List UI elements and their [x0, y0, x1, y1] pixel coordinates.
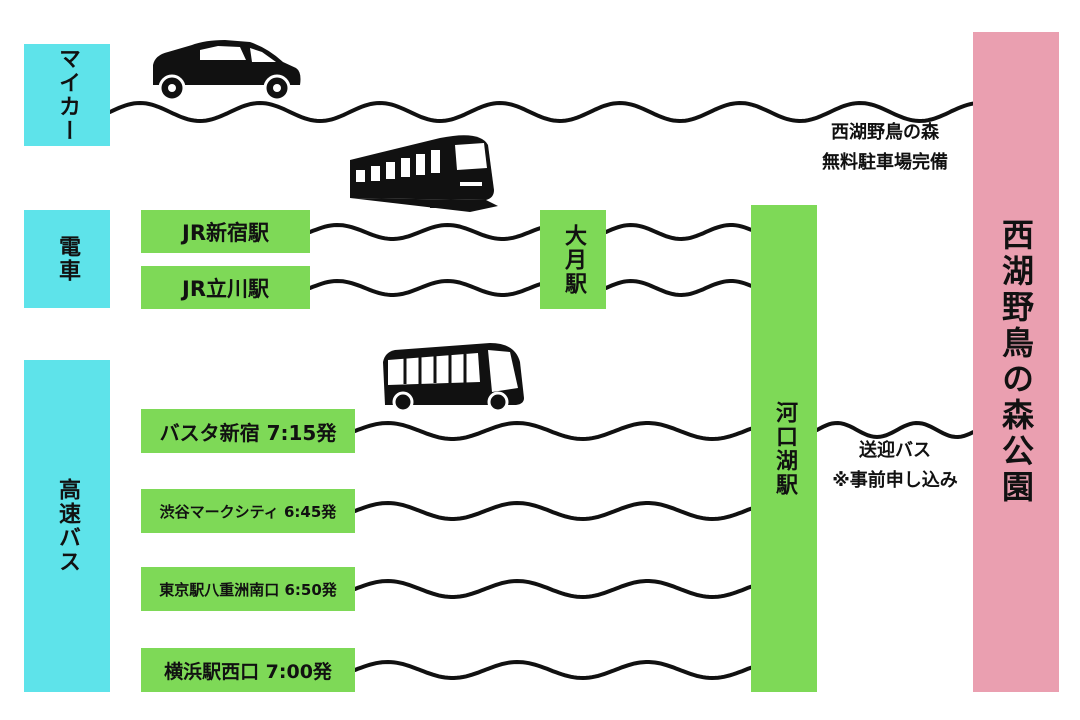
parking-note-line-2: 無料駐車場完備 [822, 152, 948, 173]
mode-bus-label: 高速バス [55, 478, 80, 574]
mode-car-box: マイカー [24, 44, 110, 146]
origin-jr-tachikawa: JR立川駅 [141, 266, 310, 309]
otsuki-to-kawaguchiko-line-1 [604, 222, 753, 242]
mode-train-label: 電車 [55, 235, 80, 283]
mode-train-box: 電車 [24, 210, 110, 308]
car-route-line [108, 100, 975, 124]
mode-bus-box: 高速バス [24, 360, 110, 692]
shinjuku-to-otsuki-line [308, 222, 542, 241]
destination-label: 西湖野鳥の森公園 [997, 218, 1035, 506]
shuttle-route-line [815, 420, 975, 440]
mode-car-label: マイカー [55, 47, 80, 143]
destination-box: 西湖野鳥の森公園 [973, 32, 1059, 692]
transfer-otsuki-box: 大月駅 [540, 210, 606, 309]
parking-note-line-1: 西湖野鳥の森 [831, 122, 939, 143]
transfer-otsuki-label: 大月駅 [561, 223, 586, 296]
shuttle-note-line-2: ※事前申し込み [832, 470, 958, 491]
tachikawa-to-otsuki-line [308, 278, 542, 297]
transfer-kawaguchiko-label: 河口湖駅 [772, 400, 797, 497]
shibuya-route-line [353, 500, 753, 522]
bus-origin-tokyo-station: 東京駅八重洲南口 6:50発 [141, 567, 355, 611]
bus-origin-yokohama: 横浜駅西口 7:00発 [141, 648, 355, 692]
busta-route-line [353, 420, 753, 442]
bus-origin-busta-shinjuku: バスタ新宿 7:15発 [141, 409, 355, 453]
transfer-kawaguchiko-box: 河口湖駅 [751, 205, 817, 692]
shuttle-note: 送迎バス ※事前申し込み [812, 436, 978, 496]
origin-jr-shinjuku: JR新宿駅 [141, 210, 310, 253]
bus-icon [383, 343, 524, 413]
car-icon [153, 40, 301, 102]
yokohama-route-line [353, 659, 753, 681]
shuttle-note-line-1: 送迎バス [859, 440, 931, 461]
train-icon [350, 135, 498, 212]
bus-origin-shibuya: 渋谷マークシティ 6:45発 [141, 489, 355, 533]
otsuki-to-kawaguchiko-line-2 [604, 278, 753, 298]
tokyo-route-line [353, 578, 753, 600]
parking-note: 西湖野鳥の森 無料駐車場完備 [790, 118, 980, 178]
